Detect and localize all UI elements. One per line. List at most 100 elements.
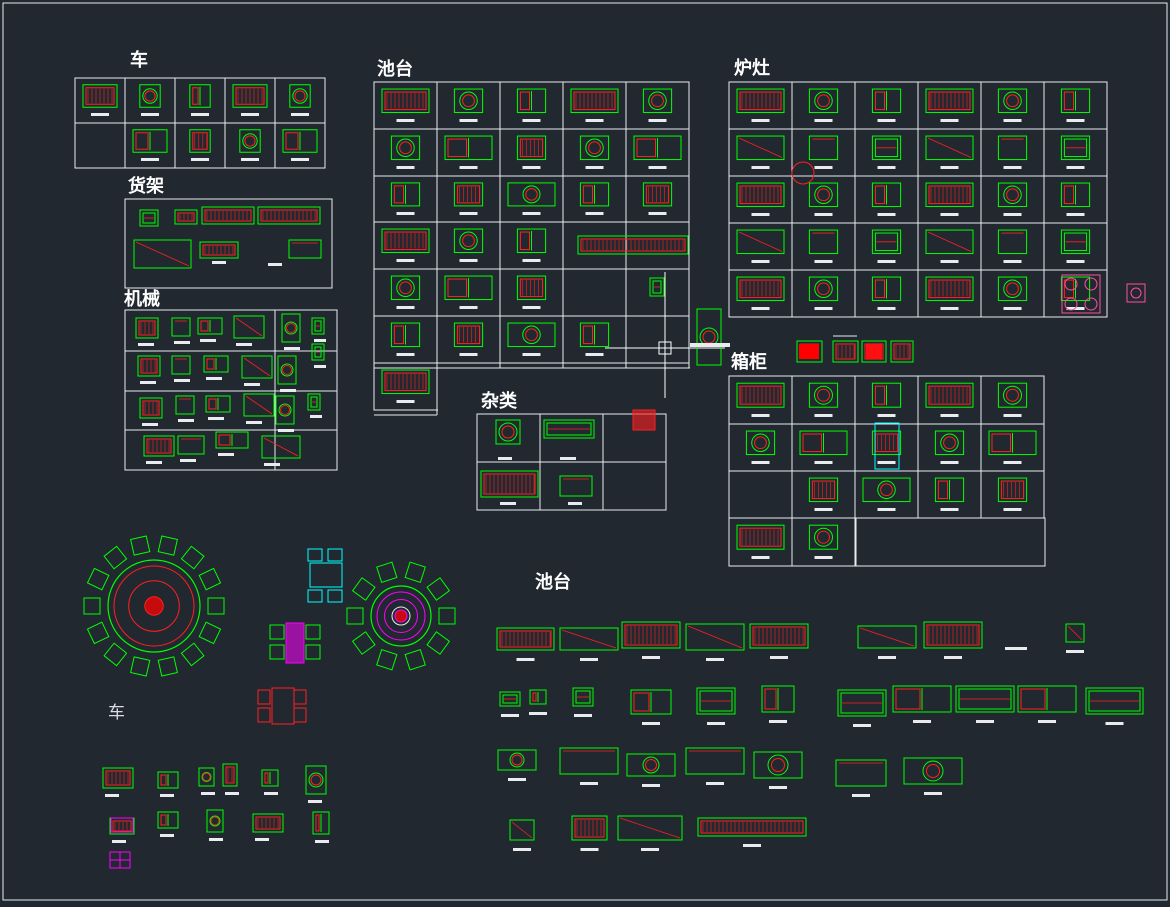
fixture-detail bbox=[519, 278, 544, 298]
fixture-outline bbox=[753, 751, 803, 779]
fixture-outline bbox=[862, 477, 911, 503]
caption-bar bbox=[241, 113, 259, 116]
chair bbox=[327, 589, 343, 603]
fixture-outline bbox=[233, 315, 265, 339]
table-top bbox=[271, 687, 295, 725]
cabinet-symbol bbox=[832, 340, 859, 363]
cart-symbol bbox=[232, 84, 268, 108]
fixture-detail bbox=[700, 820, 804, 834]
chair bbox=[269, 624, 285, 640]
chair bbox=[426, 631, 451, 655]
caption-bar bbox=[513, 848, 531, 851]
fixture-detail bbox=[754, 436, 767, 450]
fixture-outline bbox=[239, 129, 261, 153]
fixture-outline bbox=[925, 88, 974, 114]
fixture-detail bbox=[206, 358, 215, 370]
fixture-outline bbox=[171, 355, 191, 375]
burner-outline bbox=[1126, 283, 1146, 303]
sink-symbol bbox=[570, 88, 619, 114]
fixture-ring bbox=[814, 91, 833, 111]
fixture-detail bbox=[874, 91, 886, 111]
caption-bar bbox=[580, 658, 598, 661]
fixture-inner bbox=[575, 690, 591, 704]
fixture-detail bbox=[177, 212, 195, 222]
cart-symbol bbox=[198, 767, 215, 787]
caption-bar bbox=[814, 556, 833, 559]
fixture-outline bbox=[132, 129, 168, 153]
fixture-outline bbox=[243, 393, 275, 417]
stove-symbol bbox=[808, 88, 839, 114]
stove-symbol bbox=[997, 229, 1028, 255]
fixture-detail bbox=[399, 281, 412, 295]
fixture-detail bbox=[817, 530, 830, 544]
fixture-detail bbox=[651, 94, 664, 108]
fixture-ring bbox=[522, 325, 541, 345]
sink-symbol bbox=[390, 275, 421, 301]
cart-symbol bbox=[157, 811, 179, 829]
fixture-outline bbox=[745, 430, 776, 456]
stove-symbol bbox=[997, 135, 1028, 161]
fixture-outline bbox=[835, 759, 887, 787]
fixture-outline bbox=[453, 322, 484, 348]
sink-symbol bbox=[696, 308, 722, 366]
fixture-outline bbox=[923, 621, 983, 649]
fixture-detail bbox=[144, 90, 156, 102]
fixture-outline bbox=[289, 84, 311, 108]
caption-bar bbox=[1066, 650, 1084, 653]
sink-long-symbol bbox=[577, 235, 689, 255]
cart-symbol bbox=[102, 767, 134, 789]
fixture-outline bbox=[579, 322, 610, 348]
sink-symbol bbox=[903, 757, 963, 785]
fixture-detail bbox=[880, 483, 893, 497]
fixture-inner bbox=[502, 694, 518, 704]
fixture-outline bbox=[157, 811, 179, 829]
fixture-outline bbox=[139, 397, 163, 419]
caption-bar bbox=[852, 794, 870, 797]
stove-red-ring bbox=[791, 161, 815, 185]
caption-bar bbox=[138, 343, 154, 346]
fixture-detail bbox=[462, 234, 475, 248]
caption-bar bbox=[209, 838, 223, 841]
fixture-detail bbox=[210, 816, 220, 826]
cabinet-fill bbox=[866, 344, 882, 359]
stove-symbol bbox=[1060, 135, 1091, 161]
fixture-outline bbox=[559, 627, 619, 651]
fixture-detail bbox=[243, 357, 271, 377]
cabinet-symbol bbox=[808, 382, 839, 408]
fixture-ring bbox=[284, 321, 298, 335]
fixture-inner bbox=[1088, 690, 1141, 712]
sink-symbol bbox=[579, 182, 610, 207]
cart-symbol bbox=[289, 84, 311, 108]
caption-bar bbox=[396, 353, 415, 356]
stove-symbol bbox=[808, 135, 839, 161]
fixture-detail bbox=[160, 814, 167, 826]
fixture-outline bbox=[444, 275, 493, 301]
fixture-detail bbox=[244, 135, 256, 147]
caption-bar bbox=[940, 461, 959, 464]
chair bbox=[351, 631, 376, 655]
fixture-detail bbox=[218, 434, 231, 446]
fixture-ring bbox=[459, 231, 478, 251]
fixture-outline bbox=[925, 135, 974, 161]
caption-bar bbox=[814, 166, 833, 169]
fixture-outline bbox=[736, 182, 785, 208]
caption-bar bbox=[141, 113, 159, 116]
chair bbox=[180, 642, 205, 667]
sink-symbol bbox=[499, 691, 521, 707]
caption-bar bbox=[191, 113, 209, 116]
sink-symbol bbox=[753, 751, 803, 779]
caption-bar bbox=[1066, 119, 1085, 122]
fixture-outline bbox=[649, 277, 665, 297]
caption-bar bbox=[459, 353, 478, 356]
fixture-outline bbox=[257, 206, 321, 225]
cabinet-symbol bbox=[745, 430, 776, 456]
crosshair-cursor-icon bbox=[605, 272, 725, 398]
caption-bar bbox=[751, 260, 770, 263]
cabinet-symbol bbox=[862, 477, 911, 503]
caption-bar bbox=[642, 722, 660, 725]
fixture-outline bbox=[837, 689, 887, 717]
chair bbox=[257, 707, 271, 723]
fixture-detail bbox=[582, 325, 594, 345]
